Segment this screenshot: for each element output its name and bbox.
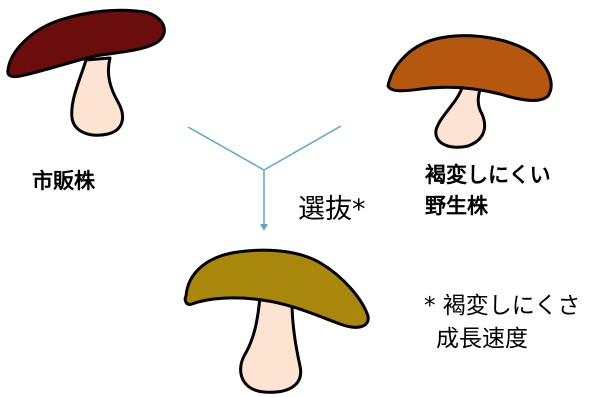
commercial-stem <box>70 56 125 137</box>
arrow-head <box>260 224 268 231</box>
selected-stem <box>239 294 303 394</box>
merge-arrow-icon <box>187 125 342 231</box>
selection-criteria-note-line2: 成長速度 <box>436 326 528 352</box>
selected-strain-mushroom-icon <box>183 248 370 394</box>
wild-cap <box>386 34 553 102</box>
selection-label: 選抜* <box>298 194 366 225</box>
selection-criteria-note-line1: * 褐変しにくさ <box>424 293 581 319</box>
arrow-branch-right <box>263 125 342 171</box>
selected-cap <box>183 248 370 329</box>
wild-strain-label-line2: 野生株 <box>425 194 488 218</box>
arrow-branch-left <box>187 126 265 171</box>
wild-stem <box>434 82 487 149</box>
wild-strain-mushroom-icon <box>386 34 553 149</box>
commercial-strain-label: 市販株 <box>32 169 95 193</box>
commercial-cap <box>6 8 166 79</box>
commercial-strain-mushroom-icon <box>6 8 166 137</box>
wild-strain-label-line1: 褐変しにくい <box>425 163 551 187</box>
